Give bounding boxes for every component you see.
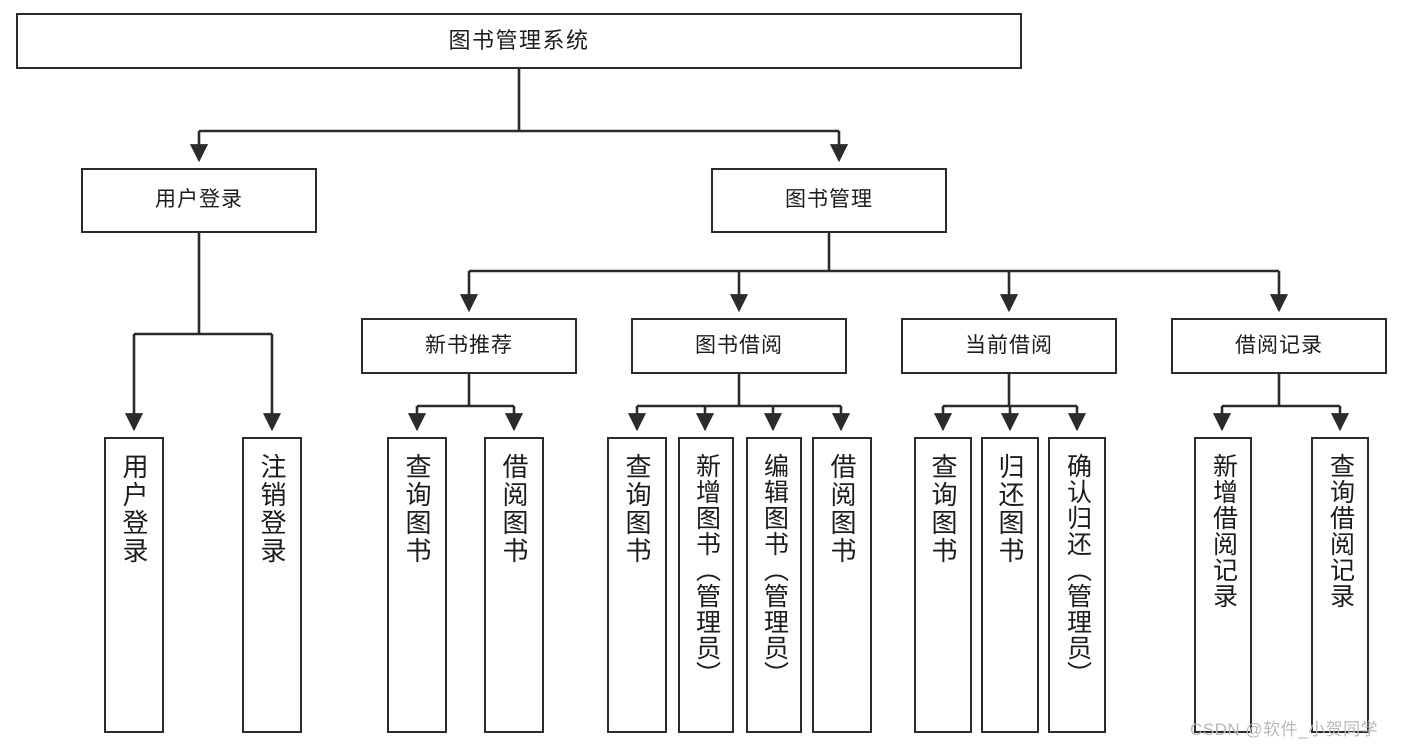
- node-label: 用户登录: [119, 453, 149, 565]
- node-book-management[interactable]: 图书管理: [711, 168, 947, 233]
- leaf-borrow-record-query-record[interactable]: 查询借阅记录: [1311, 437, 1369, 733]
- node-label: 借阅图书: [499, 453, 529, 565]
- leaf-user-login-login[interactable]: 用户登录: [104, 437, 164, 733]
- node-label: 查询图书: [928, 453, 958, 565]
- node-label: 图书管理: [785, 188, 873, 212]
- node-label: 当前借阅: [965, 333, 1053, 357]
- node-label: 编辑图书（管理员）: [760, 453, 789, 687]
- node-user-login[interactable]: 用户登录: [81, 168, 317, 233]
- node-label: 新增图书（管理员）: [692, 453, 721, 687]
- leaf-book-borrow-query-book[interactable]: 查询图书: [607, 437, 667, 733]
- node-root-book-management-system[interactable]: 图书管理系统: [16, 13, 1022, 69]
- node-book-borrow[interactable]: 图书借阅: [631, 318, 847, 374]
- leaf-book-borrow-borrow-book[interactable]: 借阅图书: [812, 437, 872, 733]
- node-label: 图书管理系统: [448, 28, 590, 54]
- node-borrow-record[interactable]: 借阅记录: [1171, 318, 1387, 374]
- node-label: 归还图书: [995, 453, 1025, 565]
- node-label: 用户登录: [155, 188, 243, 212]
- node-label: 查询图书: [622, 453, 652, 565]
- node-label: 新书推荐: [425, 333, 513, 357]
- leaf-current-borrow-return-book[interactable]: 归还图书: [981, 437, 1039, 733]
- leaf-book-borrow-edit-book-admin[interactable]: 编辑图书（管理员）: [746, 437, 802, 733]
- node-label: 借阅记录: [1235, 333, 1323, 357]
- leaf-current-borrow-query-book[interactable]: 查询图书: [914, 437, 972, 733]
- leaf-new-book-borrow-book[interactable]: 借阅图书: [484, 437, 544, 733]
- node-label: 查询借阅记录: [1326, 453, 1355, 609]
- node-label: 注销登录: [257, 453, 287, 565]
- node-label: 查询图书: [402, 453, 432, 565]
- node-label: 图书借阅: [695, 333, 783, 357]
- leaf-borrow-record-add-record[interactable]: 新增借阅记录: [1194, 437, 1252, 733]
- node-new-book-recommend[interactable]: 新书推荐: [361, 318, 577, 374]
- leaf-new-book-query-book[interactable]: 查询图书: [387, 437, 447, 733]
- node-current-borrow[interactable]: 当前借阅: [901, 318, 1117, 374]
- node-label: 借阅图书: [827, 453, 857, 565]
- node-label: 新增借阅记录: [1209, 453, 1238, 609]
- node-label: 确认归还（管理员）: [1063, 453, 1092, 687]
- leaf-user-login-logout[interactable]: 注销登录: [242, 437, 302, 733]
- leaf-book-borrow-add-book-admin[interactable]: 新增图书（管理员）: [678, 437, 734, 733]
- leaf-current-borrow-confirm-return-admin[interactable]: 确认归还（管理员）: [1048, 437, 1106, 733]
